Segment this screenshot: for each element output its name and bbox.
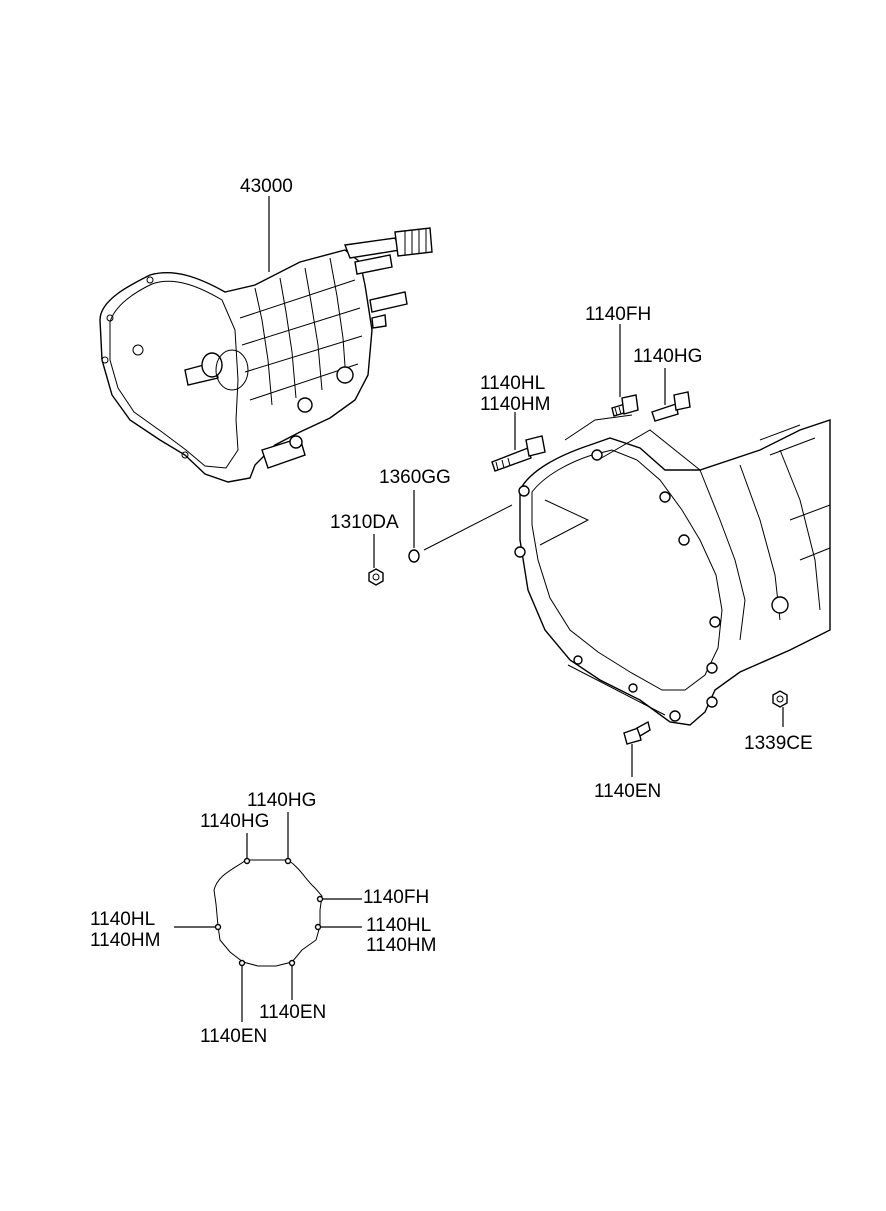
label-nut-da: 1310DA — [330, 512, 399, 533]
label-bolt-hl: 1140HL — [480, 373, 545, 394]
legend-en-left: 1140EN — [200, 1026, 267, 1047]
bolt-1140en[interactable] — [623, 720, 651, 745]
label-nut-ce: 1339CE — [744, 733, 813, 754]
legend-hm-left: 1140HM — [90, 930, 160, 951]
legend-fh: 1140FH — [363, 887, 429, 908]
legend-hm-right: 1140HM — [366, 935, 436, 956]
legend-hl-right: 1140HL — [366, 915, 431, 936]
legend-hl-left: 1140HL — [90, 909, 155, 930]
label-bolt-hg: 1140HG — [633, 346, 702, 367]
label-bolt-en: 1140EN — [594, 781, 661, 802]
label-washer: 1360GG — [379, 467, 451, 488]
legend-hg-top: 1140HG — [247, 790, 316, 811]
legend-hg-left: 1140HG — [200, 811, 269, 832]
bolt-location-legend — [174, 812, 362, 1022]
label-transmission-assy: 43000 — [240, 176, 293, 197]
transmission-assembly[interactable] — [99, 227, 433, 483]
clutch-housing[interactable] — [514, 414, 831, 726]
bolt-1140hl-hm[interactable] — [491, 435, 546, 472]
bolt-1140fh[interactable] — [611, 394, 639, 417]
washer-1360gg[interactable] — [408, 504, 513, 563]
label-bolt-fh: 1140FH — [585, 304, 651, 325]
label-bolt-hm: 1140HM — [480, 394, 550, 415]
bolt-1140hg[interactable] — [651, 391, 691, 422]
nut-1310da[interactable] — [368, 568, 384, 586]
legend-en-right: 1140EN — [259, 1002, 326, 1023]
nut-1339ce[interactable] — [772, 690, 788, 708]
